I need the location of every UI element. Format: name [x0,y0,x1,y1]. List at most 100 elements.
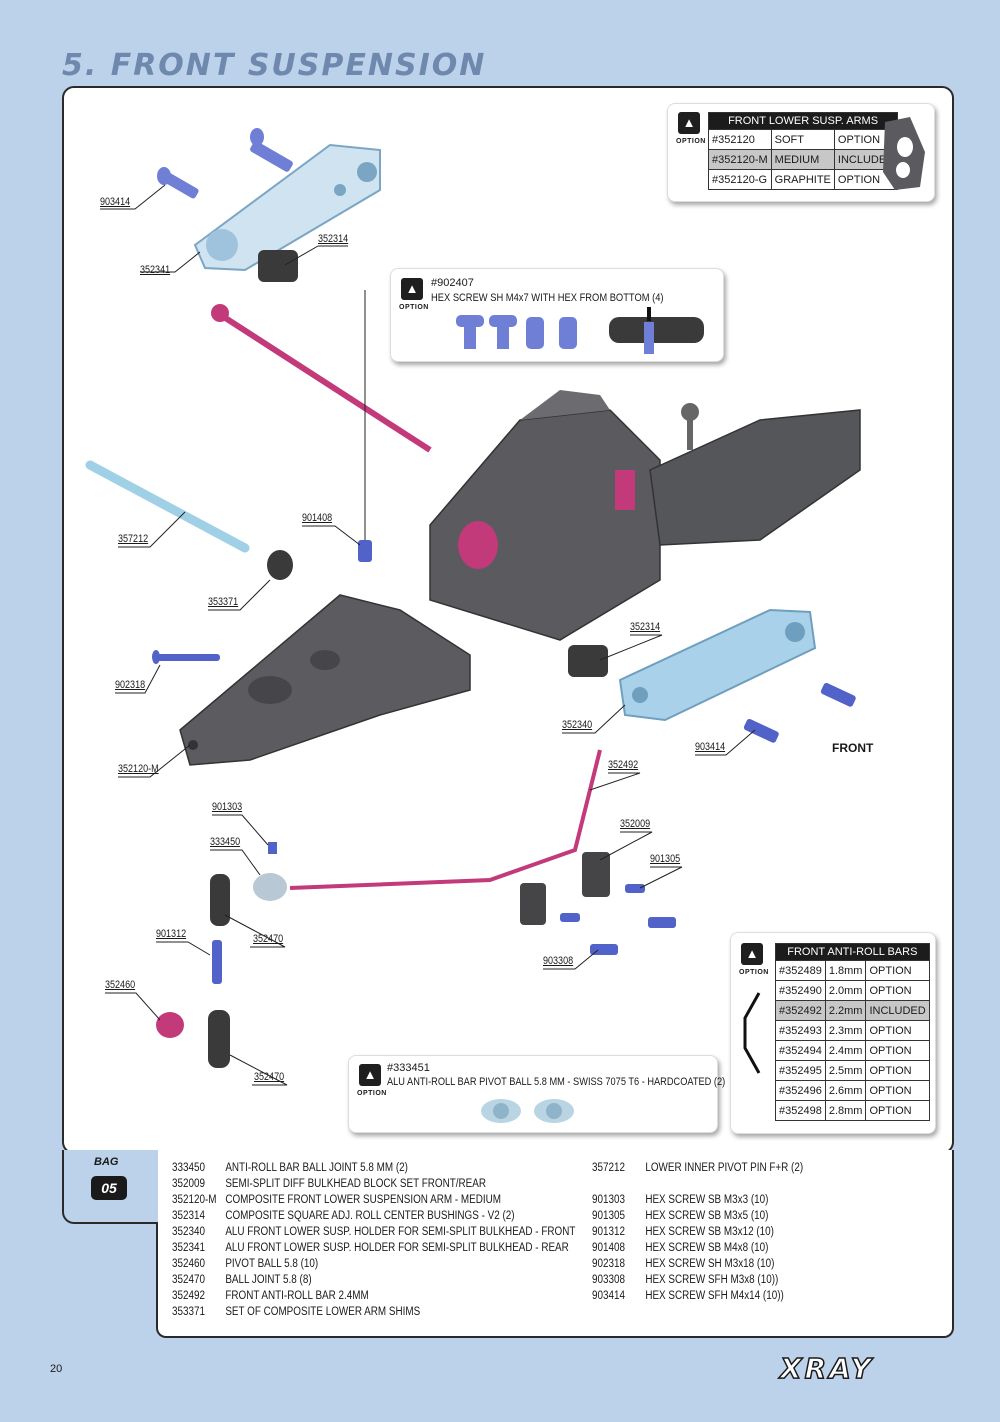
label-352492: 352492 [608,759,639,771]
cell: 2.0mm [824,980,867,1001]
list-item [592,1176,803,1192]
part-code: 352120-M [172,1194,217,1206]
bag-number: 05 [91,1176,127,1200]
label-352341: 352341 [140,264,171,276]
list-item: 902318 HEX SCREW SH M3x18 (10) [592,1256,803,1272]
screw-901312 [212,940,222,984]
cell: 2.5mm [824,1060,867,1081]
screw-902318 [152,650,220,664]
part-desc: PIVOT BALL 5.8 (10) [225,1258,319,1270]
cell: SOFT [770,129,835,150]
part-desc: COMPOSITE SQUARE ADJ. ROLL CENTER BUSHIN… [225,1210,515,1222]
cell: GRAPHITE [770,169,835,190]
part-code: 903414 [592,1290,626,1302]
cell: OPTION [833,169,899,190]
ball-joint-333450 [253,842,287,901]
option-label: OPTION [739,969,769,976]
label-903414-top: 903414 [100,196,131,208]
cell: #352120-G [708,169,772,190]
screw-option-code: #902407 [431,277,474,289]
part-code: 352314 [172,1210,206,1222]
thumbs-up-icon: ▲ [741,943,763,965]
part-desc: HEX SCREW SB M4x8 (10) [645,1242,769,1254]
screws-901305-903308 [560,884,676,955]
bag-indicator: BAG 05 [62,1150,158,1224]
label-352460: 352460 [105,979,136,991]
label-901408: 901408 [302,512,333,524]
bushing-352314-top [258,250,298,282]
cell: #352489 [775,960,826,981]
cell: INCLUDED [865,1000,930,1021]
label-352470-top: 352470 [253,933,284,945]
shim-353371 [267,550,293,580]
label-352120-m: 352120-M [118,763,159,775]
list-item: 333450 ANTI-ROLL BAR BALL JOINT 5.8 MM (2… [172,1160,575,1176]
label-903308: 903308 [543,955,574,967]
label-353371: 353371 [208,596,239,608]
option-label: OPTION [357,1090,387,1097]
part-code: 352492 [172,1290,206,1302]
parts-list-left: 333450 ANTI-ROLL BAR BALL JOINT 5.8 MM (2… [172,1160,575,1320]
part-code [592,1176,645,1192]
screw-903414-bottom [743,682,856,743]
lower-arm-352120-m [179,594,471,766]
parts-list-right: 357212 LOWER INNER PIVOT PIN F+R (2) 9013… [592,1160,803,1304]
page-title: 5. FRONT SUSPENSION [62,48,487,83]
label-352009: 352009 [620,818,651,830]
cell: MEDIUM [770,149,835,170]
block-352009-a [582,852,610,897]
part-desc: HEX SCREW SH M3x18 (10) [645,1258,775,1270]
part-code: 902318 [592,1258,626,1270]
label-903414-bottom: 903414 [695,741,726,753]
part-code: 333450 [172,1162,206,1174]
part-desc: ANTI-ROLL BAR BALL JOINT 5.8 MM (2) [225,1162,408,1174]
part-desc: HEX SCREW SFH M4x14 (10)) [645,1290,784,1302]
cell: OPTION [865,1100,930,1121]
part-desc: HEX SCREW SB M3x5 (10) [645,1210,769,1222]
cell: #352496 [775,1080,826,1101]
parts-list-panel [156,1150,954,1338]
label-352314-top: 352314 [318,233,349,245]
cell: #352120-M [708,149,772,170]
front-direction-label: FRONT [832,741,874,755]
part-code: 901312 [592,1226,626,1238]
cell: 2.8mm [824,1100,867,1121]
part-code: 352460 [172,1258,206,1270]
cell: #352120 [708,129,772,150]
cell: #352492 [775,1000,826,1021]
label-333450: 333450 [210,836,241,848]
ball-joint-352470-b [208,1010,230,1068]
part-desc: HEX SCREW SB M3x3 (10) [645,1194,769,1206]
arm-thumbnail [883,117,925,190]
arb-thumbnail [743,992,761,1074]
part-code: 352470 [172,1274,206,1286]
leader-lines [100,184,756,1086]
block-352009-b [520,883,546,925]
cell: OPTION [865,1040,930,1061]
cell: #352490 [775,980,826,1001]
option-label: OPTION [676,138,706,145]
bag-label: BAG [94,1156,119,1168]
part-code: 357212 [592,1162,626,1174]
anti-roll-bar-352492 [289,749,602,890]
bulkhead-352009 [429,390,861,641]
part-desc: LOWER INNER PIVOT PIN F+R (2) [645,1162,804,1174]
pivot-option-desc: ALU ANTI-ROLL BAR PIVOT BALL 5.8 MM - SW… [387,1076,726,1088]
label-901312: 901312 [156,928,187,940]
